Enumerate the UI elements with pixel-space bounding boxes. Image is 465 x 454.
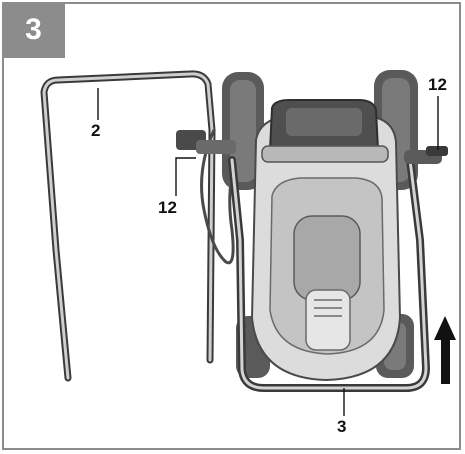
height-levers [176,130,448,164]
step-badge: 3 [2,2,65,58]
upper-handle [40,70,216,382]
power-cable [200,129,238,265]
callout-height-lever-right: 12 [428,75,447,94]
callout-handle-upper: 2 [91,121,101,140]
grass-box [261,99,389,163]
mower-deck [250,115,402,382]
lower-handle [228,156,430,392]
callout-height-lever-left: 12 [158,198,177,217]
callout-leaders [97,88,439,416]
direction-arrow-icon [434,316,456,384]
callout-handle-lower: 3 [337,417,347,436]
